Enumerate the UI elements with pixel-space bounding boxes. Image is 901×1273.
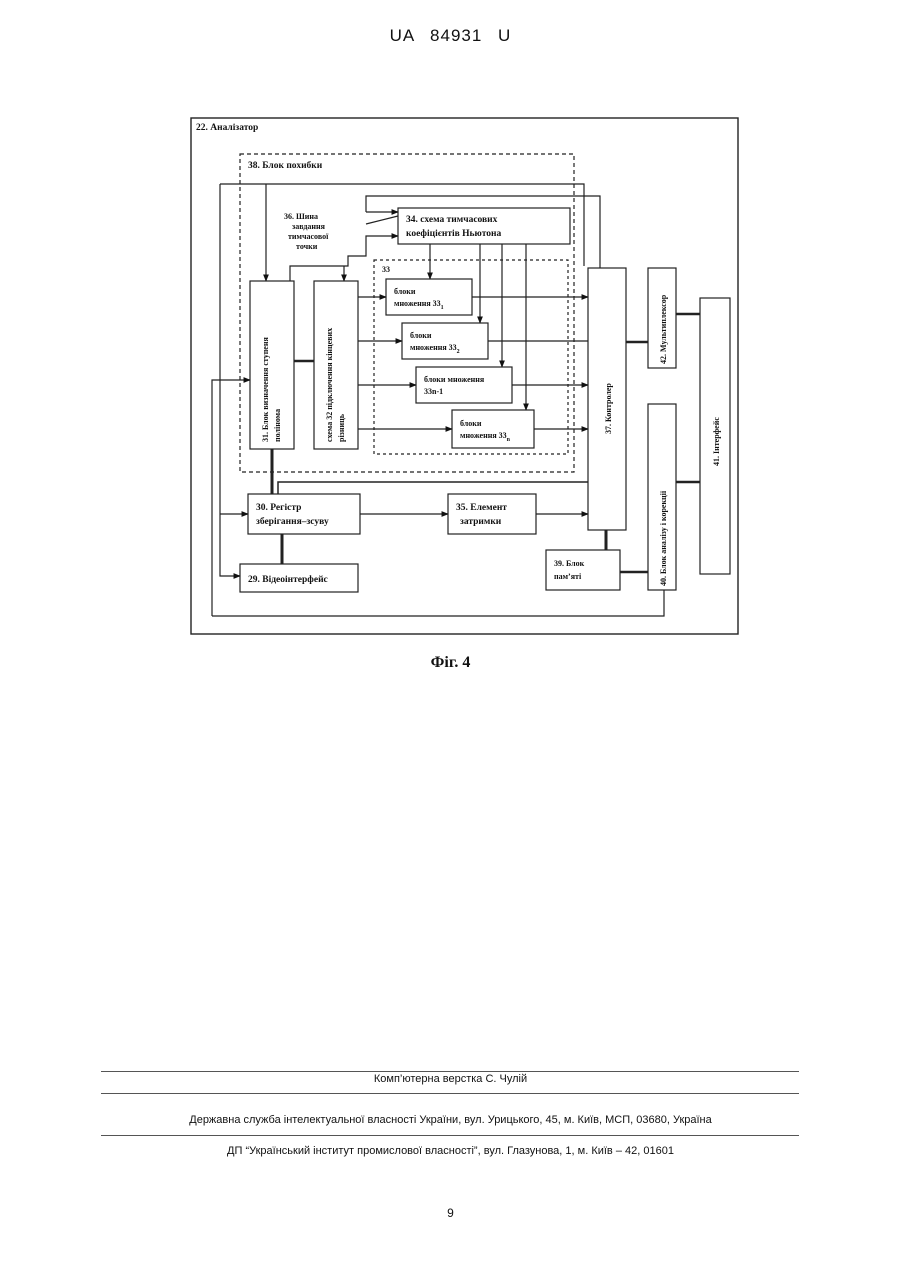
interface-label: 41. Інтерфейс bbox=[712, 417, 721, 466]
mult1-line1: блоки bbox=[394, 287, 416, 296]
memory-block bbox=[546, 550, 620, 590]
newton-label-1: 34. схема тимчасових bbox=[406, 215, 498, 225]
mult-block-4 bbox=[452, 410, 534, 448]
group-33-label: 33 bbox=[382, 265, 390, 274]
mult2-line2: множення 332 bbox=[410, 343, 460, 355]
diff-block bbox=[314, 281, 358, 449]
register-label-1: 30. Регістр bbox=[256, 502, 301, 513]
mult-block-1 bbox=[386, 279, 472, 315]
footer-rule-1 bbox=[101, 1071, 799, 1072]
mult4-line1: блоки bbox=[460, 419, 482, 428]
register-block bbox=[248, 494, 360, 534]
footer-institute: ДП “Український інститут промислової вла… bbox=[0, 1145, 901, 1157]
bus-label-1: 36. Шина bbox=[284, 212, 318, 221]
mult2-line1: блоки bbox=[410, 331, 432, 340]
page-number: 9 bbox=[0, 1206, 901, 1220]
bus-label-3: тимчасової bbox=[288, 232, 329, 241]
mult4-line2: множення 33n bbox=[460, 431, 511, 443]
diff-label-2: різниць bbox=[337, 413, 346, 442]
video-label: 29. Відеоінтерфейс bbox=[248, 574, 328, 585]
footer-typeset: Комп’ютерна верстка С. Чулій bbox=[0, 1073, 901, 1085]
error-block-label: 38. Блок похибки bbox=[248, 160, 323, 171]
multiplexer-label: 42. Мультиплексор bbox=[659, 294, 668, 364]
footer-rule-2 bbox=[101, 1093, 799, 1094]
mult-block-3 bbox=[416, 367, 512, 403]
mult3-line1: блоки множення bbox=[424, 375, 485, 384]
poly-block bbox=[250, 281, 294, 449]
footer-office: Державна служба інтелектуальної власност… bbox=[0, 1114, 901, 1126]
mult3-line2: 33n-1 bbox=[424, 387, 443, 396]
delay-block bbox=[448, 494, 536, 534]
analyzer-label: 22. Аналізатор bbox=[196, 122, 258, 133]
newton-label-2: коефіцієнтів Ньютона bbox=[406, 228, 501, 239]
delay-label-1: 35. Елемент bbox=[456, 503, 507, 513]
memory-label-2: пам’яті bbox=[554, 572, 582, 581]
figure-caption: Фіг. 4 bbox=[0, 654, 901, 672]
controller-label: 37. Контролер bbox=[604, 383, 613, 434]
delay-label-2: затримки bbox=[460, 517, 502, 527]
bus-label-4: точки bbox=[296, 242, 318, 251]
patent-number: UA 84931 U bbox=[0, 26, 901, 46]
diff-label-1: схема 32 підключення кінцевих bbox=[325, 328, 334, 442]
poly-label-2: полінома bbox=[273, 409, 282, 442]
error-block-frame bbox=[240, 154, 574, 472]
mult1-line2: множення 331 bbox=[394, 299, 444, 311]
bus-label-2: завдання bbox=[292, 222, 326, 231]
block-diagram: 22. Аналізатор 38. Блок похибки 36. Шина… bbox=[190, 116, 740, 636]
memory-label-1: 39. Блок bbox=[554, 559, 585, 568]
register-label-2: зберігання–зсуву bbox=[256, 516, 329, 527]
poly-label-1: 31. Блок визначення ступеня bbox=[261, 337, 270, 442]
mult-block-2 bbox=[402, 323, 488, 359]
analysis-label: 40. Блок аналізу і корекції bbox=[659, 490, 668, 586]
footer-rule-3 bbox=[101, 1135, 799, 1136]
